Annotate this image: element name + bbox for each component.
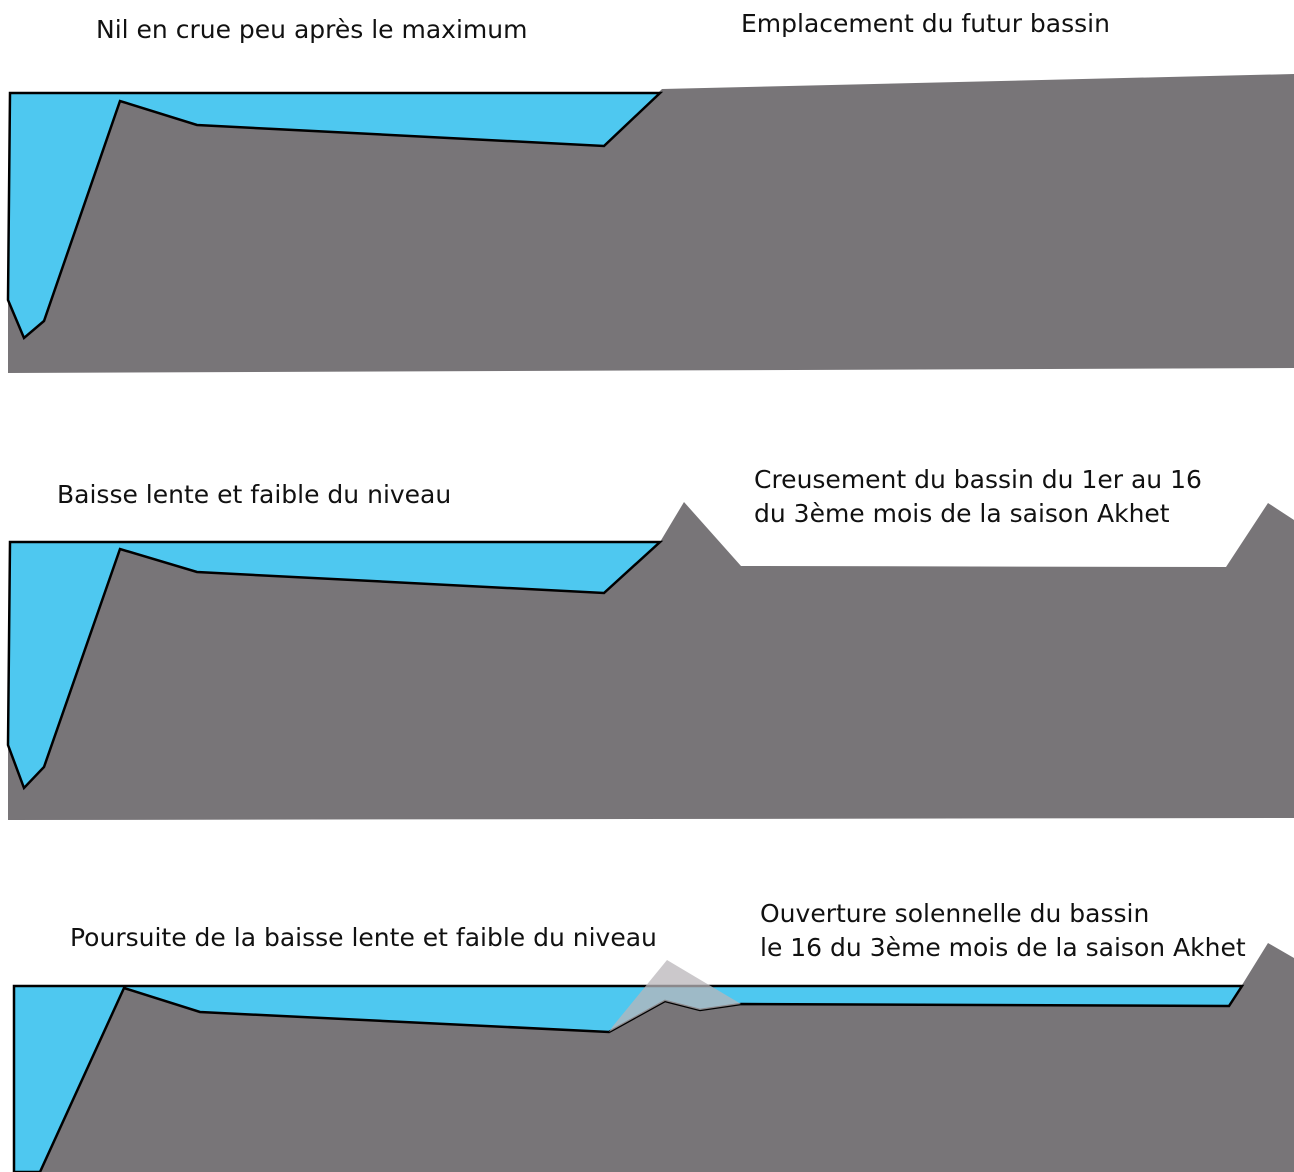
panel-2-left-label: Baisse lente et faible du niveau [57, 480, 451, 509]
panel-1-nile-water [6, 91, 664, 341]
panel-3-ground [8, 943, 1294, 1172]
panel-3-basin-opening: Poursuite de la baisse lente et faible d… [8, 899, 1294, 1172]
panel-2-slow-decline: Baisse lente et faible du niveau Creusem… [6, 465, 1294, 820]
panel-1-flood-peak: Nil en crue peu après le maximum Emplace… [6, 9, 1294, 373]
panel-2-nile-water [6, 540, 664, 791]
panel-2-right-label: Creusement du bassin du 1er au 16 du 3èm… [754, 465, 1210, 528]
panel-3-right-label-line-1: Ouverture solennelle du bassin [760, 899, 1149, 928]
panel-3-left-label: Poursuite de la baisse lente et faible d… [70, 923, 657, 952]
panel-3-right-label: Ouverture solennelle du bassin le 16 du … [760, 899, 1246, 962]
panel-2-right-label-line-2: du 3ème mois de la saison Akhet [754, 499, 1170, 528]
panel-3-breached-dike-outline [609, 960, 741, 1032]
panel-1-right-label-line-1: Emplacement du futur bassin [741, 9, 1110, 38]
panel-1-right-label: Emplacement du futur bassin [741, 9, 1110, 38]
panel-3-right-label-line-2: le 16 du 3ème mois de la saison Akhet [760, 933, 1246, 962]
panel-1-ground [8, 74, 1294, 373]
panel-1-left-label: Nil en crue peu après le maximum [96, 15, 527, 44]
panel-2-ground [8, 502, 1294, 820]
panel-2-right-label-line-1: Creusement du bassin du 1er au 16 [754, 465, 1202, 494]
